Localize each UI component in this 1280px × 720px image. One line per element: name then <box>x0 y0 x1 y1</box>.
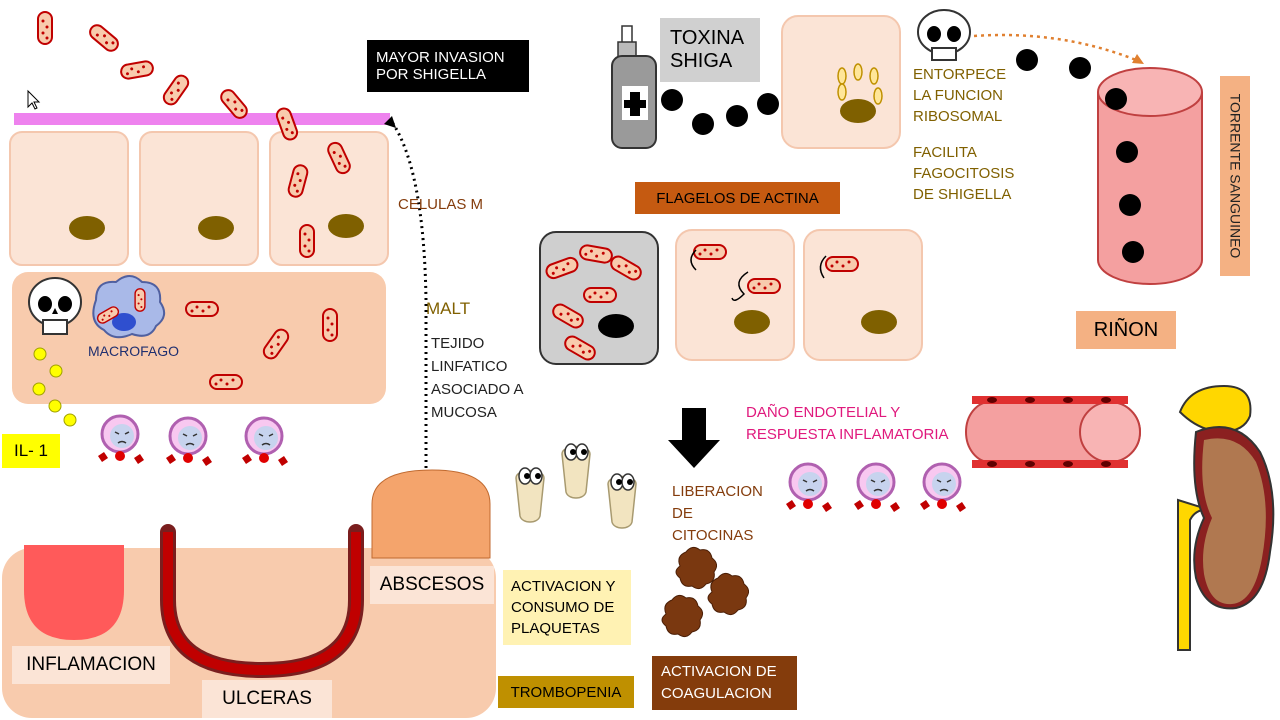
damaged-vessel <box>965 396 1141 468</box>
activacion-plaquetas-label: ACTIVACION Y CONSUMO DE PLAQUETAS <box>503 570 631 645</box>
entorpece-label: ENTORPECE LA FUNCION RIBOSOMAL <box>913 66 1007 125</box>
macrophage <box>92 275 166 339</box>
blood-vessel <box>1097 67 1203 285</box>
il1-label: IL- 1 <box>2 434 60 468</box>
mouse-cursor-icon <box>27 89 41 110</box>
macrofago-label: MACROFAGO <box>88 343 180 359</box>
shiga-toxin-particles <box>661 49 1091 135</box>
il1-molecules <box>32 347 77 427</box>
mayor-invasion-label: MAYOR INVASION POR SHIGELLA <box>367 40 529 92</box>
trombopenia-label: TROMBOPENIA <box>498 676 634 708</box>
invasion-arrow <box>390 121 428 468</box>
celulas-m-label: CELULAS M <box>398 196 484 213</box>
malt-label: MALT <box>426 299 471 318</box>
abscess-shape <box>371 469 491 559</box>
liberacion-citocinas-label: LIBERACION DE CITOCINAS <box>672 483 763 544</box>
epithelial-cell <box>9 131 129 266</box>
epithelial-cell <box>139 131 259 266</box>
flagelos-label: FLAGELOS DE ACTINA <box>635 182 840 214</box>
clot-icon <box>661 546 750 638</box>
ribosomes <box>837 63 883 105</box>
toxina-shiga-label: TOXINA SHIGA <box>660 18 760 82</box>
toxin-spray-icon <box>611 25 657 149</box>
cell-membrane <box>14 113 390 125</box>
toxin-route-arrow <box>973 33 1137 62</box>
abscesos-label: ABSCESOS <box>370 566 494 604</box>
arrow-down-icon <box>668 408 720 468</box>
inflamacion-label: INFLAMACION <box>12 646 170 684</box>
torrente-label: TORRENTE SANGUINEO <box>1220 76 1250 276</box>
skull-icon <box>28 277 82 335</box>
rinon-label: RIÑON <box>1076 311 1176 349</box>
dano-endotelial-label: DAÑO ENDOTELIAL Y RESPUESTA INFLAMATORIA <box>746 404 949 443</box>
tejido-label: TEJIDO LINFATICO ASOCIADO A MUCOSA <box>431 335 524 421</box>
actin-bacteria <box>690 244 859 301</box>
ulceras-label: ULCERAS <box>202 680 332 718</box>
activacion-coag-label: ACTIVACION DE COAGULACION <box>652 656 797 710</box>
skull-icon <box>917 9 971 61</box>
nucleus <box>198 216 234 240</box>
nucleus <box>69 216 105 240</box>
cell-with-flagella <box>803 229 923 361</box>
facilita-label: FACILITA FAGOCITOSIS DE SHIGELLA <box>913 144 1015 203</box>
kidney-icon <box>1177 384 1275 651</box>
platelet-icon <box>515 443 637 529</box>
nucleus <box>328 214 364 238</box>
torrente-text: TORRENTE SANGUINEO <box>1227 93 1243 259</box>
inflammation-shape <box>24 545 124 640</box>
